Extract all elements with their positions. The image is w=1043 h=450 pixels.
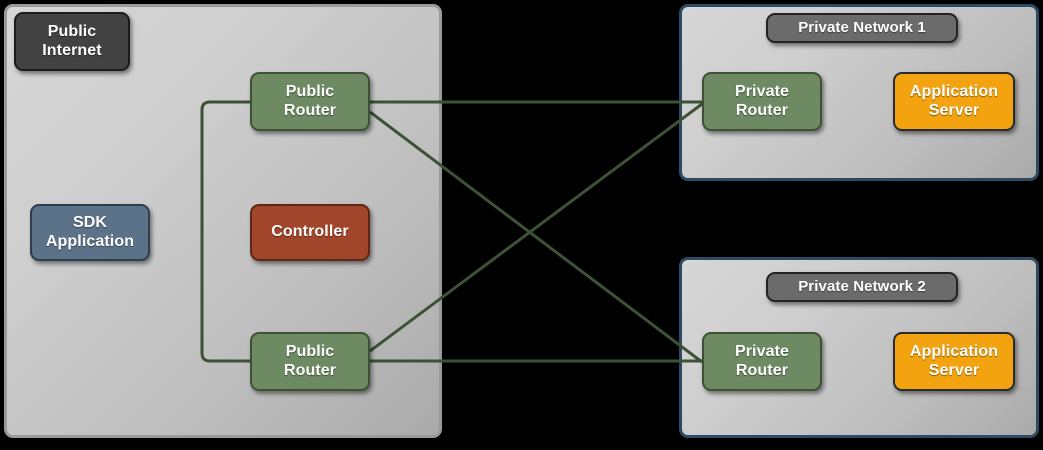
- node-application-server-2[interactable]: Application Server: [893, 332, 1015, 391]
- node-sdk-application[interactable]: SDK Application: [30, 204, 150, 261]
- node-public-router-1[interactable]: Public Router: [250, 72, 370, 131]
- public-internet-label-text: Public Internet: [42, 23, 102, 59]
- node-sdk-application-label: SDK Application: [45, 214, 135, 250]
- node-application-server-1-label: Application Server: [909, 83, 999, 119]
- private-network-2-label-chip: Private Network 2: [766, 272, 958, 302]
- public-internet-label-chip: Public Internet: [14, 12, 130, 71]
- node-public-router-2-label: Public Router: [283, 343, 337, 379]
- node-controller-label: Controller: [271, 223, 349, 241]
- node-private-router-1-label: Private Router: [734, 83, 790, 119]
- private-network-1-label-chip: Private Network 1: [766, 13, 958, 43]
- private-network-1-label-text: Private Network 1: [798, 19, 926, 37]
- node-private-router-2-label: Private Router: [734, 343, 790, 379]
- node-private-router-2[interactable]: Private Router: [702, 332, 822, 391]
- node-controller[interactable]: Controller: [250, 204, 370, 261]
- node-public-router-2[interactable]: Public Router: [250, 332, 370, 391]
- node-public-router-1-label: Public Router: [283, 83, 337, 119]
- node-application-server-1[interactable]: Application Server: [893, 72, 1015, 131]
- node-application-server-2-label: Application Server: [909, 343, 999, 379]
- private-network-2-label-text: Private Network 2: [798, 278, 926, 296]
- node-private-router-1[interactable]: Private Router: [702, 72, 822, 131]
